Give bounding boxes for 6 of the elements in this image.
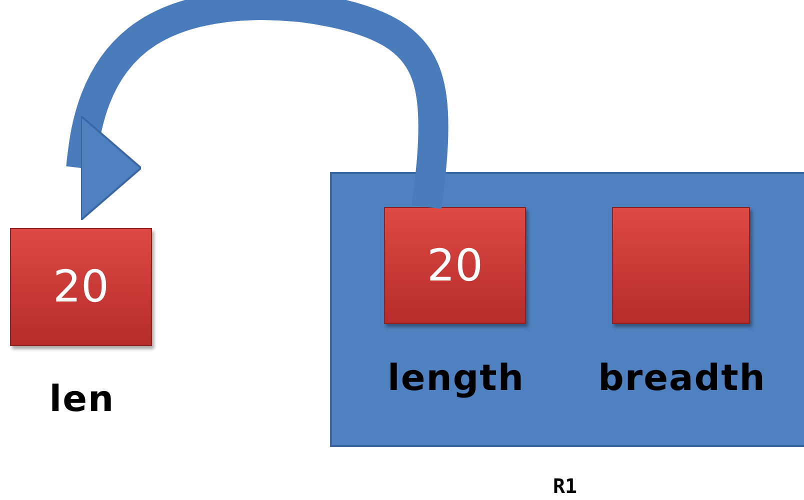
variable-name: length [386, 358, 526, 399]
struct-name: R1 [553, 474, 578, 498]
cell-value: 20 [52, 262, 110, 312]
cell-value: 20 [426, 240, 484, 291]
variable-name: len [48, 379, 116, 420]
variable-name: breadth [597, 358, 767, 399]
